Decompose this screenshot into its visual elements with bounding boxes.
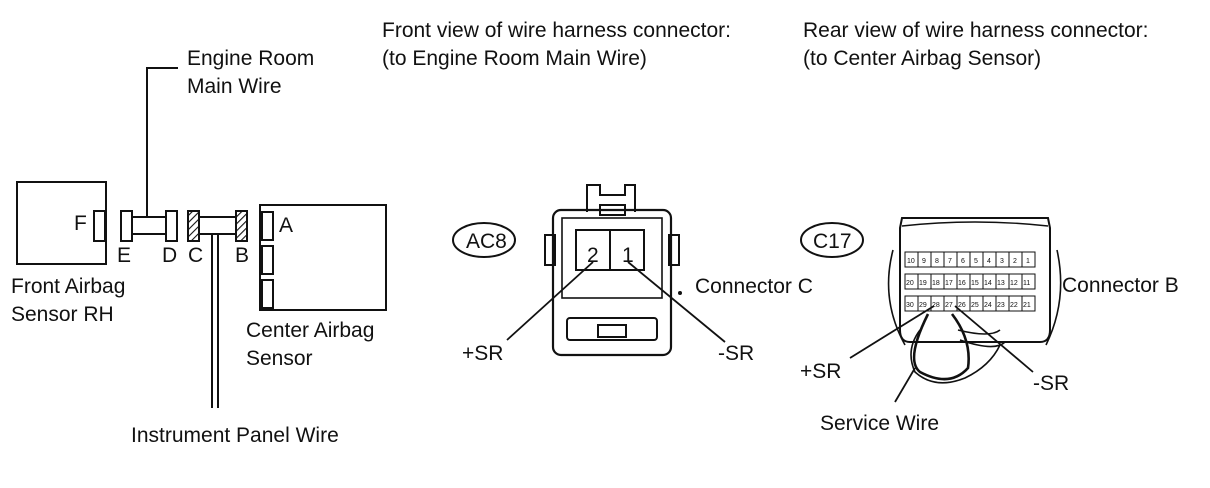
center-airbag-sensor-box	[259, 204, 387, 311]
connector-c-dot	[678, 291, 682, 295]
connector-b-label: Connector B	[1062, 274, 1179, 297]
connector-c-housing	[551, 208, 673, 357]
pin-label: 19	[919, 280, 927, 287]
plus-sr-leader	[506, 261, 594, 341]
pin-label: 11	[1023, 280, 1030, 287]
connector-c-latch	[586, 184, 636, 212]
connector-b	[235, 210, 248, 242]
center-sensor-terminal-2	[261, 245, 274, 275]
pin-label: 24	[984, 302, 992, 309]
center-sensor-terminal-3	[261, 279, 274, 309]
plus-sr-label-b: +SR	[800, 360, 841, 383]
pin-label: 6	[961, 258, 965, 265]
front-sensor-label-line1: Front Airbag	[11, 275, 125, 298]
connector-c-bottom-key	[597, 324, 627, 338]
pin-label: 4	[987, 258, 991, 265]
pin-label: 12	[1010, 280, 1018, 287]
pin-label: 22	[1010, 302, 1018, 309]
pin-label: 29	[919, 302, 927, 309]
letter-f: F	[74, 212, 87, 235]
front-view-heading-line2: (to Engine Room Main Wire)	[382, 47, 647, 70]
engine-room-label-line2: Main Wire	[187, 75, 282, 98]
pin-cell	[1021, 273, 1036, 290]
connector-c	[187, 210, 200, 242]
pin-label: 2	[1013, 258, 1017, 265]
pin-1-label: 1	[622, 244, 634, 267]
rear-view-heading-line1: Rear view of wire harness connector:	[803, 19, 1149, 42]
pin-cell	[1021, 251, 1036, 268]
letter-c: C	[188, 244, 203, 267]
harness-e-d	[131, 216, 167, 235]
connector-f	[93, 210, 106, 242]
connector-c-label: Connector C	[695, 275, 813, 298]
connector-a	[261, 211, 274, 241]
letter-e: E	[117, 244, 131, 267]
pin-label: 14	[984, 280, 992, 287]
pin-label: 16	[958, 280, 966, 287]
pin-label: 9	[922, 258, 926, 265]
center-sensor-label-line2: Sensor	[246, 347, 313, 370]
pin-label: 30	[906, 302, 914, 309]
pin-label: 23	[997, 302, 1005, 309]
pin-label: 10	[907, 258, 915, 265]
service-wire-leader	[894, 367, 916, 403]
center-sensor-label-line1: Center Airbag	[246, 319, 374, 342]
letter-b: B	[235, 244, 249, 267]
wiring-schematic: Engine Room Main Wire F Front Airbag Sen…	[11, 47, 387, 447]
minus-sr-leader	[627, 261, 726, 343]
connector-b-top-rib	[901, 221, 1049, 227]
engine-room-leader	[146, 67, 178, 222]
plus-sr-leader-b	[849, 305, 935, 359]
front-airbag-sensor-box	[16, 181, 107, 265]
connector-e	[120, 210, 133, 242]
pin-label: 1	[1026, 258, 1030, 265]
rear-view-connector: Rear view of wire harness connector: (to…	[800, 19, 1179, 435]
front-view-connector: Front view of wire harness connector: (t…	[382, 19, 813, 365]
rear-view-heading-line2: (to Center Airbag Sensor)	[803, 47, 1041, 70]
pin-label: 3	[1000, 258, 1004, 265]
connector-c-tab-right	[668, 234, 680, 266]
front-view-heading-line1: Front view of wire harness connector:	[382, 19, 731, 42]
c17-badge-outline	[800, 222, 864, 258]
instrument-panel-label: Instrument Panel Wire	[131, 424, 339, 447]
harness-c-b	[198, 216, 237, 235]
front-sensor-label-line2: Sensor RH	[11, 303, 114, 326]
minus-sr-label: -SR	[718, 342, 754, 365]
pin-label: 15	[971, 280, 979, 287]
connector-c-tab-left	[544, 234, 556, 266]
service-wire-label: Service Wire	[820, 412, 939, 435]
pin-label: 8	[935, 258, 939, 265]
pin-label: 27	[945, 302, 953, 309]
service-wire-loop	[912, 313, 970, 381]
pin-label: 25	[971, 302, 979, 309]
connector-b-pin-grid: 10 9 8 7 6 5 4 3 2 1 20 19 18 17 16	[904, 251, 1036, 312]
minus-sr-label-b: -SR	[1033, 372, 1069, 395]
pin-label: 21	[1023, 302, 1031, 309]
pin-label: 26	[958, 302, 966, 309]
engine-room-label-line1: Engine Room	[187, 47, 314, 70]
letter-a: A	[279, 214, 293, 237]
ac8-badge: AC8	[466, 230, 507, 253]
ac8-badge-outline	[452, 222, 516, 258]
plus-sr-label: +SR	[462, 342, 503, 365]
pin-label: 7	[948, 258, 952, 265]
minus-sr-leader-b	[954, 305, 1034, 373]
connector-c-bottom-slot	[566, 317, 658, 341]
pin-2-label: 2	[587, 244, 599, 267]
connector-d	[165, 210, 178, 242]
connector-b-cover	[887, 249, 1062, 346]
connector-c-inner	[561, 217, 663, 299]
pin-label: 13	[997, 280, 1005, 287]
pin-label: 28	[932, 302, 940, 309]
pin-1-cavity	[609, 229, 645, 271]
c17-badge: C17	[813, 230, 852, 253]
letter-d: D	[162, 244, 177, 267]
pin-label: 20	[906, 280, 914, 287]
pin-cell	[1021, 295, 1036, 312]
pin-label: 18	[932, 280, 940, 287]
pin-label: 5	[974, 258, 978, 265]
pin-label: 17	[945, 280, 953, 287]
